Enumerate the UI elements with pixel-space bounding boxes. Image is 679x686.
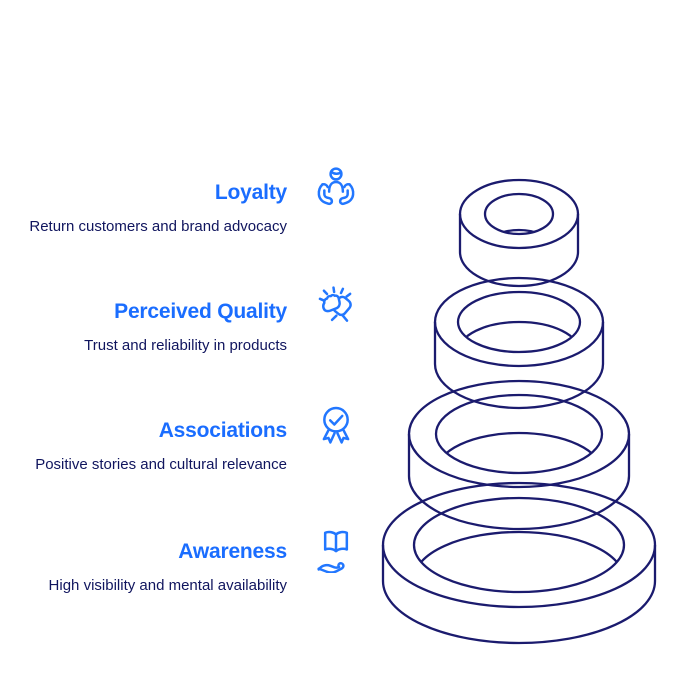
level-title: Loyalty [214, 181, 287, 204]
level-title: Perceived Quality [114, 300, 287, 323]
book-giving-icon [311, 523, 361, 573]
level-title: Awareness [178, 540, 287, 563]
ring-tier-1 [458, 178, 580, 288]
level-row-associations: Associations Positive stories and cultur… [0, 406, 350, 474]
level-title: Associations [158, 419, 288, 442]
level-row-awareness: Awareness High visibility and mental ava… [0, 530, 349, 595]
ring-tier-3 [407, 379, 631, 531]
fist-bump-icon [311, 283, 361, 333]
level-row-loyalty: Loyalty Return customers and brand advoc… [0, 167, 355, 236]
customer-care-icon [311, 164, 361, 214]
ring-tier-2 [433, 276, 605, 410]
level-description: High visibility and mental availability [48, 577, 287, 594]
level-description: Return customers and brand advocacy [29, 218, 287, 235]
level-description: Positive stories and cultural relevance [35, 456, 287, 473]
level-row-perceived-quality: Perceived Quality Trust and reliability … [0, 286, 352, 355]
ring-tier-4 [381, 481, 657, 645]
level-description: Trust and reliability in products [84, 337, 287, 354]
award-ribbon-icon [311, 402, 361, 452]
